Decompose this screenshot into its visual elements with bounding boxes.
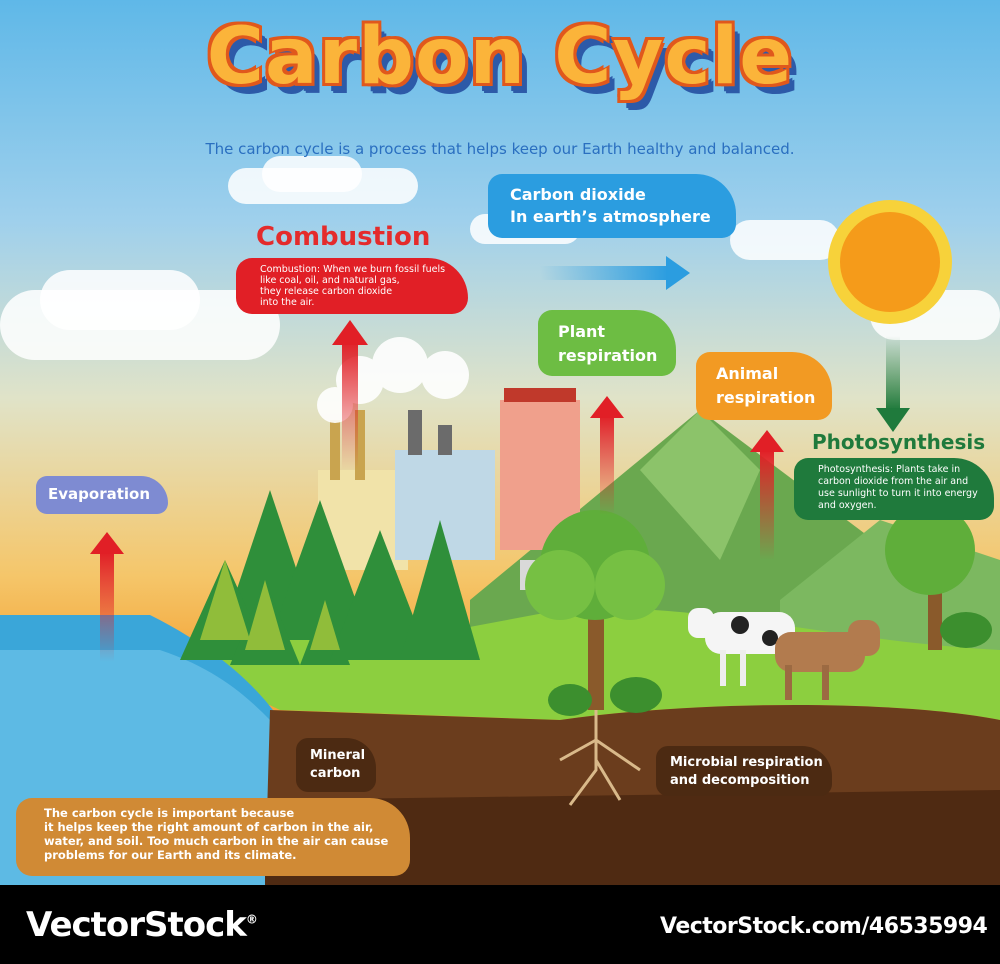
cow-icon: [688, 608, 795, 686]
sun-icon: [828, 200, 952, 324]
arrow-up-icon: [590, 396, 624, 515]
plant-respiration-label: Plant respiration: [538, 310, 676, 376]
registered-mark: ®: [245, 912, 258, 927]
cloud: [40, 270, 200, 330]
watermark-url: VectorStock.com/46535994: [660, 914, 988, 939]
label-line: water, and soil. Too much carbon in the …: [44, 834, 389, 848]
label-line: problems for our Earth and its climate.: [44, 848, 297, 862]
label-line: carbon dioxide from the air and: [818, 476, 969, 487]
label-line: it helps keep the right amount of carbon…: [44, 820, 374, 834]
arrow-down-icon: [876, 336, 910, 432]
mountain: [640, 410, 760, 560]
watermark-bar: [0, 885, 1000, 964]
label-line: In earth’s atmosphere: [510, 207, 711, 226]
smoke: [317, 337, 469, 423]
cloud: [730, 220, 840, 260]
arrow-up-icon: [750, 430, 784, 560]
photosynthesis-title: Photosynthesis: [812, 430, 986, 454]
label-line: carbon: [310, 766, 361, 781]
co2-atmosphere-label: Carbon dioxide In earth’s atmosphere: [488, 174, 736, 238]
watermark-brand: VectorStock®: [26, 905, 258, 945]
evaporation-label: Evaporation: [36, 476, 168, 514]
importance-note: The carbon cycle is important because it…: [16, 798, 410, 876]
combustion-description: Combustion: When we burn fossil fuels li…: [236, 258, 468, 314]
label-line: respiration: [558, 346, 658, 365]
page-subtitle: The carbon cycle is a process that helps…: [205, 140, 795, 158]
fruit-tree: [525, 510, 665, 710]
label-line: Mineral: [310, 748, 366, 763]
microbial-respiration-label: Microbial respiration and decomposition: [656, 746, 832, 796]
label-line: Microbial respiration: [670, 755, 823, 770]
label-line: like coal, oil, and natural gas,: [260, 275, 400, 286]
label-line: respiration: [716, 388, 816, 407]
arrow-up-icon: [90, 532, 124, 662]
label-line: use sunlight to turn it into energy: [818, 488, 978, 499]
page-title: Carbon Cycle: [206, 12, 794, 102]
label-line: they release carbon dioxide: [260, 286, 393, 297]
arrow-up-icon: [332, 320, 368, 470]
cow-icon: [775, 620, 880, 700]
tree-roots: [559, 710, 641, 806]
label-line: Photosynthesis: Plants take in: [818, 464, 961, 475]
label-line: Carbon dioxide: [510, 185, 646, 204]
label-line: Animal: [716, 364, 779, 383]
mineral-carbon-label: Mineral carbon: [296, 738, 376, 792]
label-line: into the air.: [260, 297, 315, 308]
carbon-cycle-illustration: Carbon Cycle The carbon cycle is a proce…: [0, 0, 1000, 885]
label-line: The carbon cycle is important because: [44, 806, 295, 820]
scene-illustration: [0, 200, 1000, 885]
label-line: and decomposition: [670, 773, 810, 788]
brand-name: VectorStock: [26, 905, 247, 945]
label-line: Plant: [558, 322, 606, 341]
label-line: Combustion: When we burn fossil fuels: [260, 264, 446, 275]
combustion-title: Combustion: [256, 222, 431, 252]
photosynthesis-description: Photosynthesis: Plants take in carbon di…: [794, 458, 994, 520]
fruit-tree: [885, 505, 975, 650]
cloud: [262, 156, 362, 192]
animal-respiration-label: Animal respiration: [696, 352, 832, 420]
arrow-right-icon: [540, 256, 690, 290]
label-line: and oxygen.: [818, 500, 877, 511]
